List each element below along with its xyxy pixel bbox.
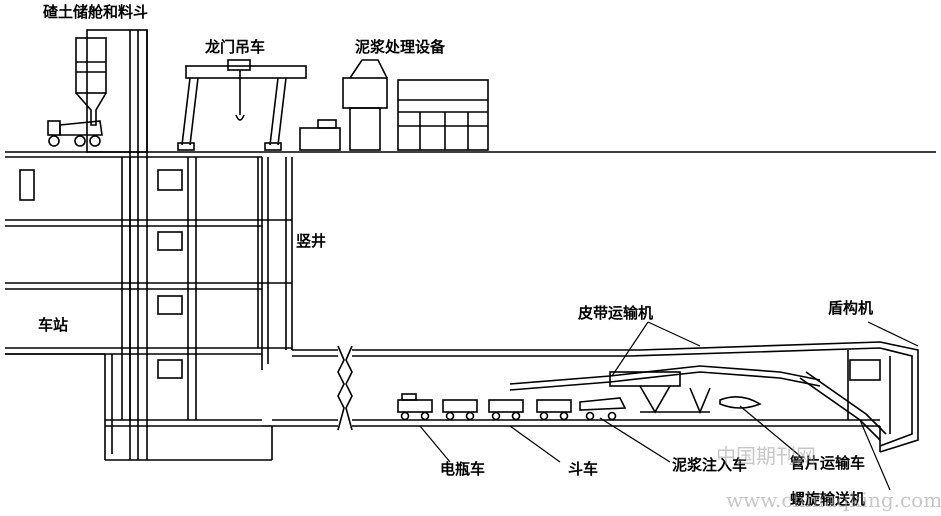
label-shaft: 竖井	[296, 232, 327, 250]
slurry-plant	[299, 59, 489, 151]
watermark-url: www.chinaqking.com	[726, 488, 941, 512]
label-station: 车站	[38, 316, 69, 334]
gantry-crane	[177, 59, 307, 151]
label-segment-car: 管片运输车	[790, 454, 866, 472]
ground-line	[5, 151, 936, 158]
label-belt-conveyor: 皮带运输机	[578, 304, 654, 322]
shield-machine	[629, 341, 919, 453]
train	[397, 393, 627, 421]
station-structure	[5, 157, 272, 461]
muck-bin-tower	[47, 29, 148, 460]
label-grout-car: 泥浆注入车	[672, 456, 748, 474]
label-muck-bin: 碴土储舱和料斗	[43, 3, 149, 21]
vertical-shaft	[261, 157, 293, 460]
label-slurry-plant: 泥浆处理设备	[355, 38, 446, 56]
label-shield-machine: 盾构机	[828, 299, 874, 317]
running-tunnel	[272, 345, 881, 452]
label-gantry-crane: 龙门吊车	[205, 38, 266, 56]
leader-lines	[419, 321, 919, 491]
belt-conveyor	[509, 365, 821, 415]
label-muck-car: 斗车	[568, 460, 599, 478]
dump-truck	[47, 120, 103, 147]
label-battery-car: 电瓶车	[440, 460, 486, 478]
watermark-cn: 中国期刊网	[716, 444, 816, 468]
label-screw-conveyor: 螺旋输送机	[790, 490, 866, 508]
